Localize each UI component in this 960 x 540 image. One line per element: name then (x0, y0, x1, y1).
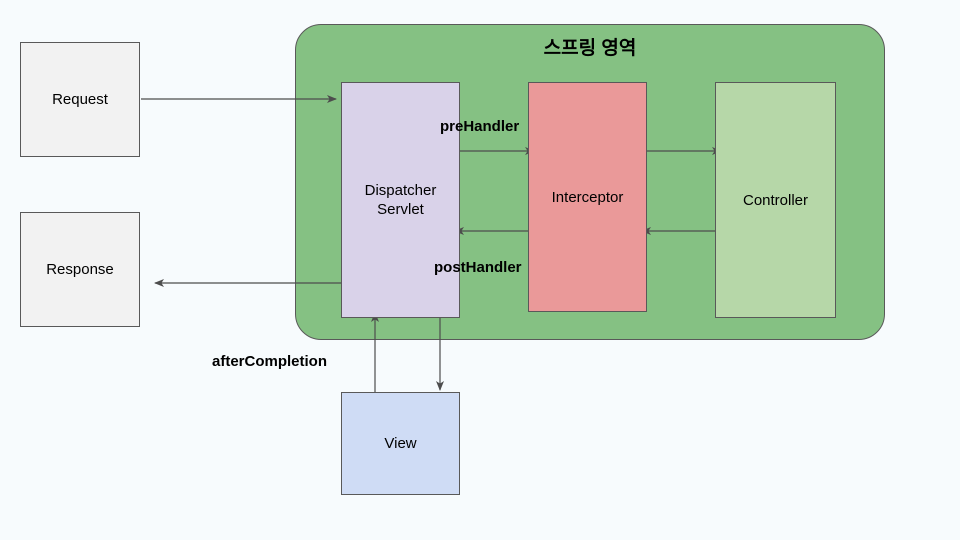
node-view-label: View (384, 435, 417, 452)
node-response[interactable]: Response (20, 212, 140, 327)
node-interceptor[interactable]: Interceptor (528, 82, 647, 312)
node-interceptor-label: Interceptor (551, 188, 624, 206)
node-controller-label: Controller (742, 191, 809, 209)
edge-label-posthandler: postHandler (434, 259, 522, 276)
node-view[interactable]: View (341, 392, 460, 495)
spring-region-title: 스프링 영역 (543, 38, 637, 59)
node-dispatcher-servlet-label: Dispatcher Servlet (364, 182, 437, 218)
node-dispatcher-servlet[interactable]: Dispatcher Servlet (341, 82, 460, 318)
edge-label-aftercompletion: afterCompletion (212, 353, 328, 370)
node-response-label: Response (46, 261, 114, 278)
edge-label-prehandler: preHandler (440, 118, 520, 135)
node-controller[interactable]: Controller (715, 82, 836, 318)
node-request-label: Request (52, 91, 108, 108)
node-request[interactable]: Request (20, 42, 140, 157)
